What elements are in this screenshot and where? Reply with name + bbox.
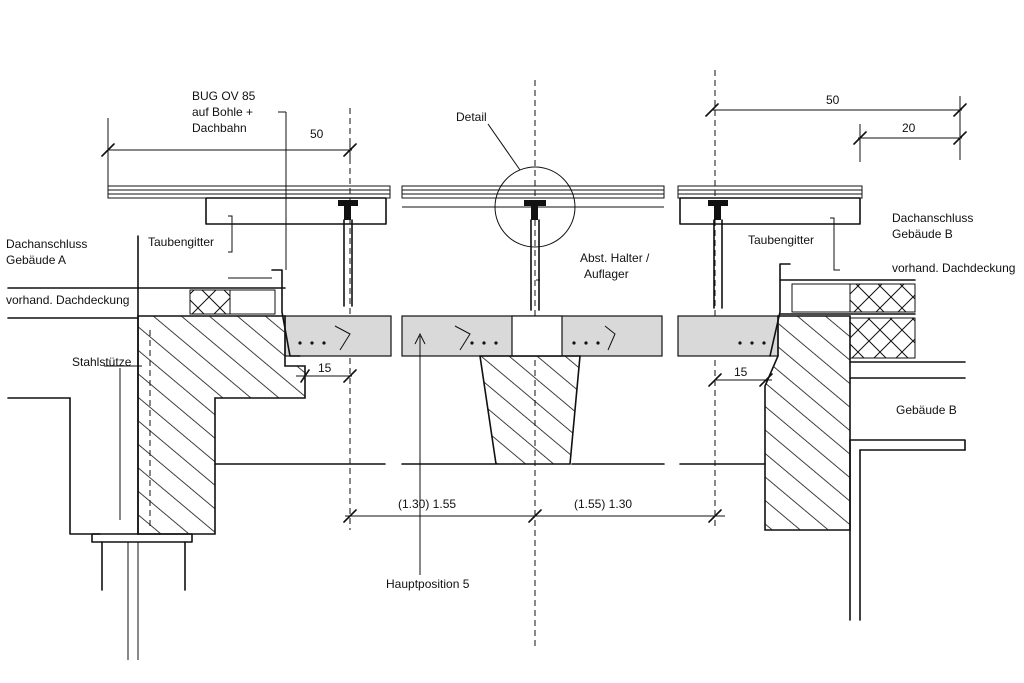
insulation-left	[189, 289, 231, 315]
dim-left-15	[296, 369, 357, 383]
board-left	[205, 197, 387, 225]
label-bug-1: BUG OV 85	[192, 89, 256, 103]
t-profile-right	[708, 200, 728, 309]
label-abst-halter-1: Abst. Halter /	[580, 251, 650, 265]
label-dim-left-50: 50	[310, 127, 324, 141]
dim-right-15	[708, 373, 773, 387]
center-beam	[479, 355, 581, 465]
label-bug-2: auf Bohle +	[192, 105, 253, 119]
label-gebaeude-b: Gebäude B	[896, 403, 957, 417]
label-hauptposition: Hauptposition 5	[386, 577, 470, 591]
dim-right-50	[705, 96, 967, 160]
dim-left-50	[101, 118, 357, 186]
glazing-panel-left	[107, 185, 391, 199]
label-dim-right-50: 50	[826, 93, 840, 107]
board-right	[679, 197, 861, 225]
wall-building-a	[137, 315, 306, 535]
slab-left	[284, 315, 392, 357]
dim-bottom	[343, 509, 725, 523]
insulation-right-upper	[849, 283, 916, 313]
label-taubengitter-right: Taubengitter	[748, 233, 814, 247]
label-dim-right-15: 15	[734, 365, 748, 379]
t-profile-left	[338, 200, 358, 307]
detail-circle	[494, 166, 576, 248]
label-dim-right-20: 20	[902, 121, 916, 135]
label-stahlstuetze: Stahlstütze	[72, 355, 132, 369]
label-abst-halter-2: Auflager	[584, 267, 629, 281]
label-vorhand-right: vorhand. Dachdeckung	[892, 261, 1015, 275]
label-dim-mid-right: (1.55) 1.30	[574, 497, 632, 511]
label-dim-mid-left: (1.30) 1.55	[398, 497, 456, 511]
label-dachanschluss-b-1: Dachanschluss	[892, 211, 973, 225]
label-detail: Detail	[456, 110, 487, 124]
label-dim-left-15: 15	[318, 361, 332, 375]
glazing-panel-center	[401, 185, 665, 199]
slab-right	[677, 315, 779, 357]
label-taubengitter-left: Taubengitter	[148, 235, 214, 249]
label-bug-3: Dachbahn	[192, 121, 247, 135]
label-dachanschluss-a-2: Gebäude A	[6, 253, 66, 267]
wall-building-b	[764, 315, 851, 531]
glazing-panel-right	[677, 185, 863, 199]
label-dachanschluss-a-1: Dachanschluss	[6, 237, 87, 251]
label-vorhand-left: vorhand. Dachdeckung	[6, 293, 129, 307]
insulation-right-lower	[849, 317, 916, 359]
label-dachanschluss-b-2: Gebäude B	[892, 227, 953, 241]
stahlstuetze	[69, 397, 101, 535]
detail-leader	[487, 123, 521, 171]
dim-right-20	[853, 124, 967, 162]
